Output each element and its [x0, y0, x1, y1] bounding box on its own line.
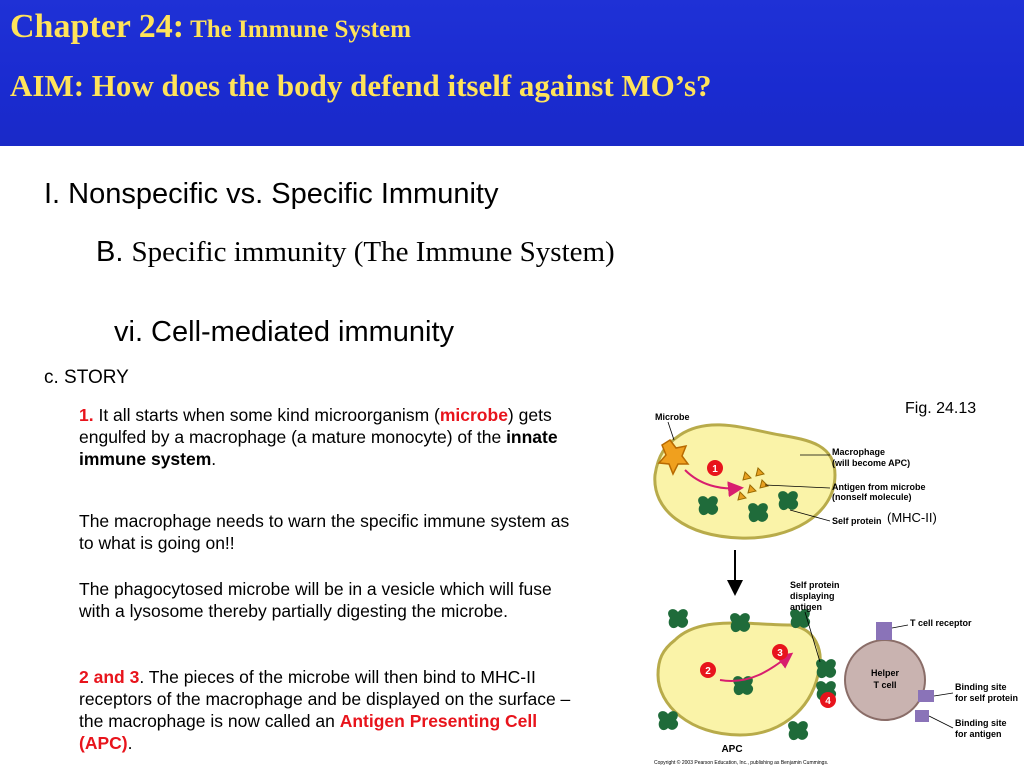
t-cell-receptor [876, 622, 892, 640]
step-3-marker [772, 644, 788, 660]
microbe-icon [657, 438, 690, 476]
outline-level-3: vi. Cell-mediated immunity [114, 316, 455, 348]
immune-figure: 1 Microbe Macrophage (will become APC) A… [653, 412, 1018, 766]
binding-site-antigen [915, 710, 929, 722]
macrophage-cell [653, 423, 837, 540]
leader-line [933, 692, 954, 697]
outline-level-4: c. STORY [44, 367, 129, 388]
macrophage-label: Macrophage [832, 447, 885, 457]
step-number: 1. [79, 405, 94, 425]
leader-line [891, 624, 909, 629]
microbe-label: Microbe [655, 412, 690, 422]
aim-title: AIM: How does the body defend itself aga… [10, 68, 712, 103]
step-4-label: 4 [825, 696, 831, 707]
story-paragraph-4: 2 and 3. The pieces of the microbe will … [79, 666, 584, 754]
step-2-marker [700, 662, 716, 678]
macrophage-sub-label: (will become APC) [832, 458, 910, 468]
antigen-fragments [737, 467, 769, 501]
helper-label-1: Helper [871, 668, 900, 678]
step-number: 2 and 3 [79, 667, 140, 687]
mhc-note: (MHC-II) [887, 510, 937, 525]
leader-line [764, 484, 831, 489]
leader-line [804, 611, 821, 663]
apc-surface-proteins [658, 609, 837, 741]
leader-line [667, 421, 675, 441]
step-1-marker [707, 460, 723, 476]
chapter-number: Chapter 24: [10, 8, 185, 45]
bind-self-label-2: for self protein [955, 693, 1018, 703]
step-4-marker [820, 692, 836, 708]
outline-level-2: B. Specific immunity (The Immune System) [96, 232, 616, 272]
helper-label-2: T cell [873, 680, 896, 690]
step-3-label: 3 [777, 648, 783, 659]
engulf-arrow [684, 469, 744, 498]
outline-level-2-text: Specific immunity (The Immune System) [131, 236, 615, 268]
keyword-microbe: microbe [439, 405, 508, 425]
story-paragraph-2: The macrophage needs to warn the specifi… [79, 511, 570, 553]
copyright-note: Copyright © 2003 Pearson Education, Inc.… [654, 759, 828, 766]
story-paragraph-3: The phagocytosed microbe will be in a ve… [79, 579, 552, 621]
apc-transport-arrow [719, 652, 794, 682]
bind-ag-label-1: Binding site [955, 718, 1007, 728]
chapter-title: Chapter 24:The Immune System [10, 8, 411, 46]
title-banner: Chapter 24:The Immune System AIM: How do… [0, 0, 1024, 146]
self-display-label-3: antigen [790, 602, 822, 612]
binding-site-self [918, 690, 934, 702]
figure-caption: Fig. 24.13 [905, 400, 977, 417]
step-1-label: 1 [712, 464, 718, 475]
outline-level-2-letter: B. [96, 236, 124, 268]
bind-ag-label-2: for antigen [955, 729, 1002, 739]
apc-label: APC [721, 744, 742, 755]
keyword-apc: Antigen Presenting Cell (APC) [79, 711, 538, 753]
step-2-label: 2 [705, 666, 711, 677]
text-run: . [127, 733, 133, 753]
self-protein-label: Self protein [832, 516, 882, 526]
self-display-label-2: displaying [790, 591, 835, 601]
tcr-label: T cell receptor [910, 618, 972, 628]
leader-line [928, 715, 954, 729]
outline-level-1: I. Nonspecific vs. Specific Immunity [44, 178, 499, 210]
leader-line [789, 509, 831, 522]
bind-self-label-1: Binding site [955, 682, 1007, 692]
chapter-topic: The Immune System [190, 16, 411, 43]
antigen-sub-label: (nonself molecule) [832, 492, 912, 502]
text-run: . The pieces of the microbe will then bi… [79, 667, 571, 731]
self-proteins [698, 491, 799, 523]
story-paragraph-1: 1. It all starts when some kind microorg… [79, 404, 584, 470]
text-run: It all starts when some kind microorgani… [93, 405, 440, 425]
antigen-label: Antigen from microbe [832, 482, 926, 492]
keyword-innate: innate immune system [79, 427, 558, 469]
text-run: . [211, 449, 217, 469]
text-run: ) gets engulfed by a macrophage (a matur… [79, 405, 552, 447]
self-display-label-1: Self protein [790, 580, 840, 590]
